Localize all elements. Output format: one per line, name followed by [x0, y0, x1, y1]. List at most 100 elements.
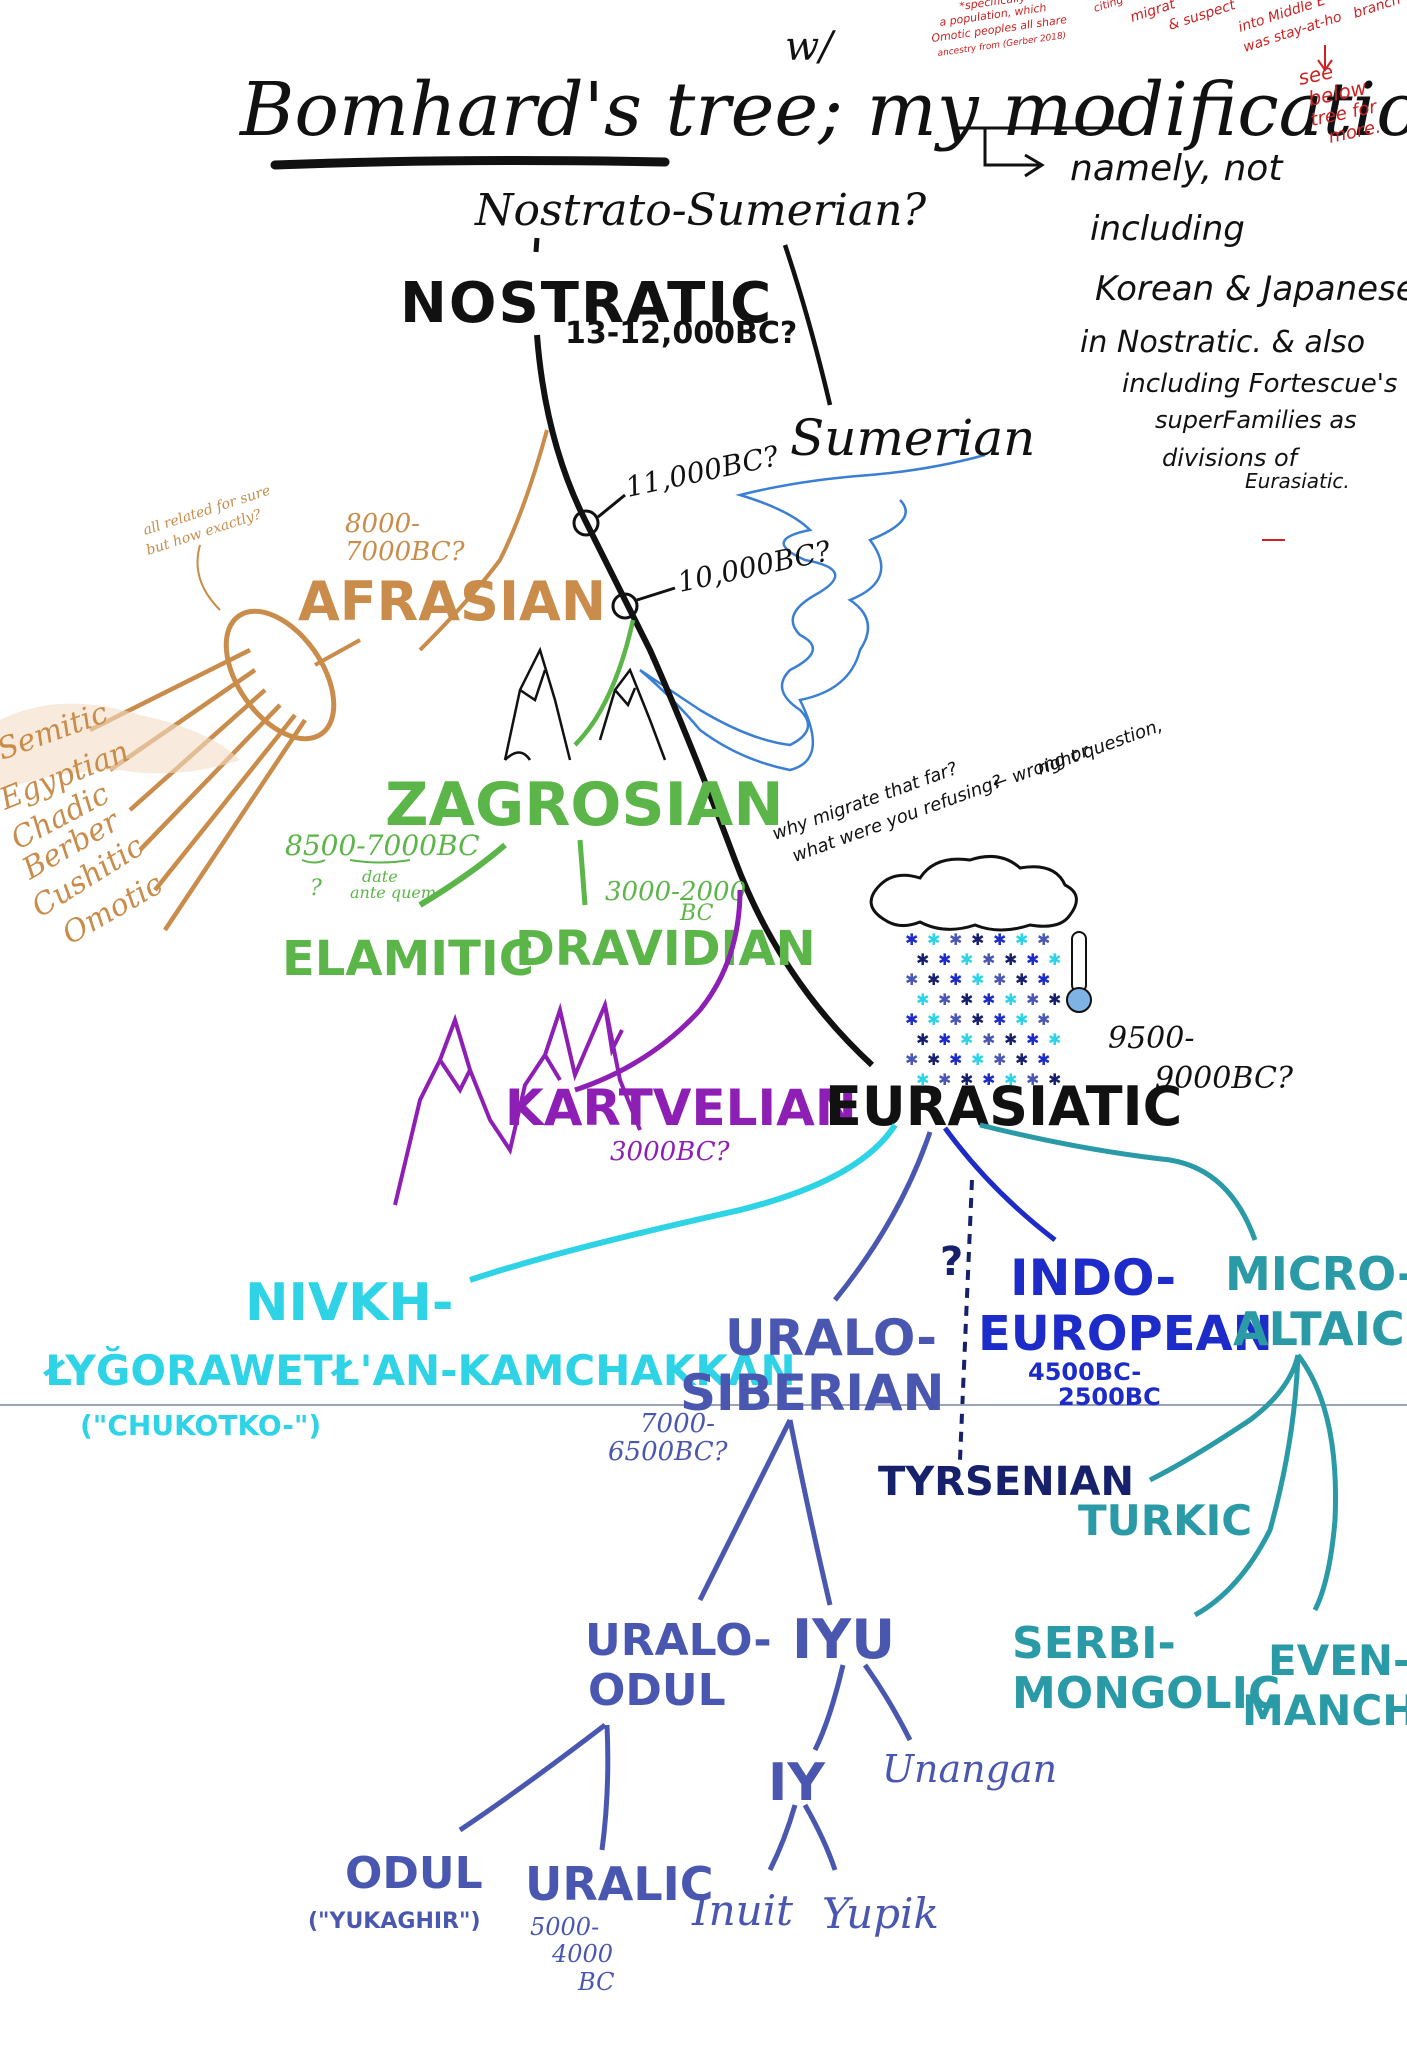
branch-altaic-turkic: [1148, 1354, 1301, 1483]
branch-iy: [812, 1664, 846, 1752]
snowflake-icon: ✱: [993, 1050, 1006, 1069]
side-note-line-3: Korean & Japanese: [1095, 269, 1407, 309]
trunk-main: [534, 334, 875, 1068]
red-arrow: [1317, 45, 1333, 72]
thermometer-bulb: [1066, 987, 1092, 1013]
node-tyrsenian: TYRSENIAN: [878, 1459, 1134, 1505]
snowflake-icon: ✱: [1037, 930, 1050, 949]
corner-notes: *specifically of a population, which Omo…: [931, 0, 1403, 541]
trunk-sumerian: [782, 244, 833, 406]
side-note-line-1: namely, not: [1070, 148, 1284, 189]
snowflake-icon: ✱: [938, 1030, 951, 1049]
zagrosian-date: 8500-7000BC: [285, 829, 480, 862]
snowflake-icon: ✱: [1015, 970, 1028, 989]
snowflake-icon: ✱: [1004, 990, 1017, 1009]
date-underline: [301, 859, 326, 864]
afrasian-funnel: [223, 608, 337, 742]
snowflake-icon: ✱: [971, 1010, 984, 1029]
snowflake-icon: ✱: [1026, 1030, 1039, 1049]
snowflake-icon: ✱: [1026, 1070, 1039, 1089]
snowflake-icon: ✱: [960, 1070, 973, 1089]
thermometer-tube: [1071, 931, 1087, 993]
snowflake-icon: ✱: [993, 930, 1006, 949]
snowflake-icon: ✱: [1048, 1030, 1061, 1049]
node-micro-altaic-2: ALTAIC?: [1233, 1302, 1407, 1356]
snowflake-icon: ✱: [1048, 1070, 1061, 1089]
ie-question: ?: [940, 1239, 963, 1285]
node-afrasian: AFRASIAN: [298, 570, 606, 633]
snowflake-icon: ✱: [1037, 970, 1050, 989]
snowflake-icon: ✱: [916, 990, 929, 1009]
zagrosian-note-2: ante quem: [350, 883, 436, 902]
node-dravidian: DRAVIDIAN: [515, 921, 816, 977]
snowflake-icon: ✱: [1048, 990, 1061, 1009]
snow-cloud-icon: ✱✱✱✱✱✱✱✱✱✱✱✱✱✱✱✱✱✱✱✱✱✱✱✱✱✱✱✱✱✱✱✱✱✱✱✱✱✱✱✱…: [869, 854, 1092, 1089]
branch-unangan: [862, 1663, 913, 1742]
corner-note-5: citing: [1092, 0, 1125, 15]
branch-uralic: [599, 1724, 611, 1851]
node-iyu: IYU: [792, 1608, 895, 1671]
indo-european-date-2: 2500BC: [1058, 1383, 1161, 1411]
snowflake-icon: ✱: [960, 950, 973, 969]
branch-altaic-serbi: [1193, 1354, 1301, 1618]
node-unangan: Unangan: [882, 1747, 1057, 1791]
snowflake-icon: ✱: [1004, 950, 1017, 969]
kartvelian-date: 3000BC?: [610, 1137, 731, 1167]
afrasian-group: 8000- 7000BC? all related for sure but h…: [0, 429, 606, 952]
uralic-date-1: 5000-: [530, 1913, 599, 1941]
branch-yupik: [802, 1803, 838, 1871]
node-inuit: Inuit: [691, 1886, 793, 1935]
snowflake-icon: ✱: [982, 1070, 995, 1089]
node-uralo-siberian-2: SIBERIAN: [680, 1364, 945, 1422]
node-sumerian: Sumerian: [790, 409, 1035, 467]
snowflake-icon: ✱: [1015, 1050, 1028, 1069]
node-micro-altaic-1: MICRO-: [1225, 1247, 1407, 1301]
node-uralic: URALIC: [525, 1857, 714, 1911]
node-kartvelian: KARTVELIAN: [505, 1079, 857, 1137]
snowflake-icon: ✱: [1037, 1010, 1050, 1029]
note-arrow: [983, 128, 1045, 178]
migration-questions: why migrate that far? what were you refu…: [770, 715, 1166, 867]
branch-inuit: [767, 1804, 798, 1872]
migration-q-4: right question,: [1035, 715, 1166, 780]
snowflake-icon: ✱: [1026, 950, 1039, 969]
branch-nivkh: [469, 1123, 898, 1283]
node-nivkh-1: NIVKH-: [245, 1273, 454, 1333]
snowflake-icon: ✱: [916, 950, 929, 969]
zagrosian-branch: [573, 619, 636, 747]
node-nivkh-3: ("CHUKOTKO-"): [80, 1409, 321, 1442]
snowflake-icon: ✱: [960, 1030, 973, 1049]
uralic-date-2: 4000: [551, 1940, 613, 1968]
side-note-line-6: superFamilies as: [1155, 406, 1357, 434]
branch-uralo-odul: [697, 1418, 793, 1602]
side-note-line-5: including Fortescue's: [1122, 369, 1397, 399]
node-nostratic-date: 13-12,000BC?: [565, 316, 797, 351]
snowflake-icon: ✱: [927, 970, 940, 989]
afrasian-branch: [418, 429, 549, 652]
snowflake-icon: ✱: [993, 970, 1006, 989]
branch-indo-european: [942, 1126, 1057, 1242]
snowflake-icon: ✱: [927, 930, 940, 949]
node-yupik: Yupik: [822, 1889, 939, 1938]
branch-altaic-even-manchu: [1296, 1353, 1338, 1612]
eurasiatic-date-2: 9000BC?: [1155, 1061, 1294, 1096]
node-uralo-odul-2: ODUL: [588, 1665, 726, 1716]
snowflake-icon: ✱: [927, 1010, 940, 1029]
snowflake-icon: ✱: [949, 1050, 962, 1069]
kartvelian-branch: [574, 889, 743, 1093]
title-group: Bomhard's tree; my modifications w/: [238, 24, 1407, 178]
dravidian-date-2: BC: [679, 901, 714, 926]
snowflake-icon: ✱: [905, 970, 918, 989]
corner-note-10: branch: [1351, 0, 1402, 22]
zagrosian-note-1: date: [362, 867, 398, 886]
indo-european-date-1: 4500BC-: [1028, 1358, 1141, 1386]
caucasus-mountains: [393, 998, 642, 1206]
snowflake-icon: ✱: [905, 930, 918, 949]
branch-odul: [458, 1723, 607, 1833]
tick-11000: [597, 493, 626, 519]
afrasian-ray-4: [138, 703, 282, 852]
title-text: Bomhard's tree; my modifications: [238, 67, 1407, 153]
uralo-siberian-date-2: 6500BC?: [608, 1437, 729, 1467]
snowflake-icon: ✱: [938, 950, 951, 969]
